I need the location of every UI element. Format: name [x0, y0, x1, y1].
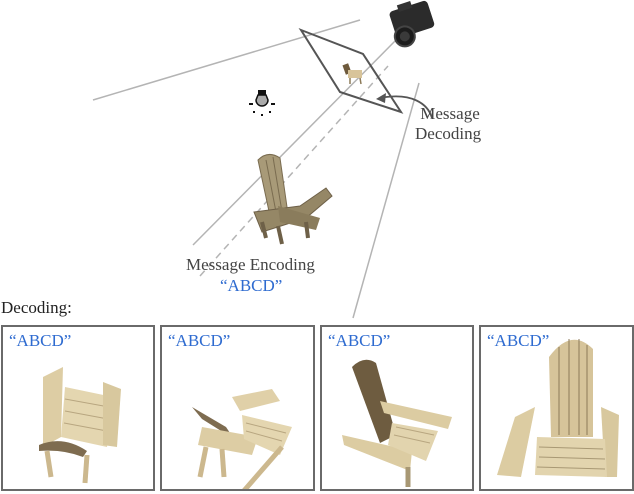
encoded-message: “ABCD”	[220, 276, 283, 295]
decoded-message: “ABCD”	[328, 331, 391, 350]
ray-lower	[352, 82, 420, 319]
ray-upper	[92, 19, 361, 101]
chair-render-front	[497, 339, 619, 477]
ray-center	[192, 39, 397, 246]
image-plane	[298, 27, 404, 114]
scene-diagram	[92, 0, 435, 319]
message-encoding-label: Message Encoding	[186, 255, 315, 274]
chair-object	[253, 154, 333, 245]
decoding-arrow	[379, 95, 433, 119]
result-panel-1: “ABCD”	[1, 325, 155, 491]
decoding-title: Decoding:	[1, 298, 72, 317]
camera-icon	[389, 0, 435, 48]
ray-dashed	[199, 65, 389, 277]
decoded-message: “ABCD”	[168, 331, 231, 350]
light-bulb-icon	[249, 90, 275, 116]
message-decoding-label: Message Decoding	[415, 104, 481, 144]
result-panel-3: “ABCD”	[320, 325, 474, 491]
decoding-label-line-2: Decoding	[415, 124, 482, 143]
chair-render-tilted	[192, 389, 292, 489]
decoding-label-line-1: Message	[420, 104, 480, 123]
chair-render-three-quarter	[342, 359, 452, 487]
arrow-head	[376, 93, 386, 103]
projected-chair	[342, 63, 362, 85]
result-panel-4: “ABCD”	[479, 325, 634, 491]
decoded-message: “ABCD”	[487, 331, 550, 350]
decoded-message: “ABCD”	[9, 331, 72, 350]
result-panel-2: “ABCD”	[160, 325, 315, 491]
chair-render-top-down	[39, 367, 121, 484]
